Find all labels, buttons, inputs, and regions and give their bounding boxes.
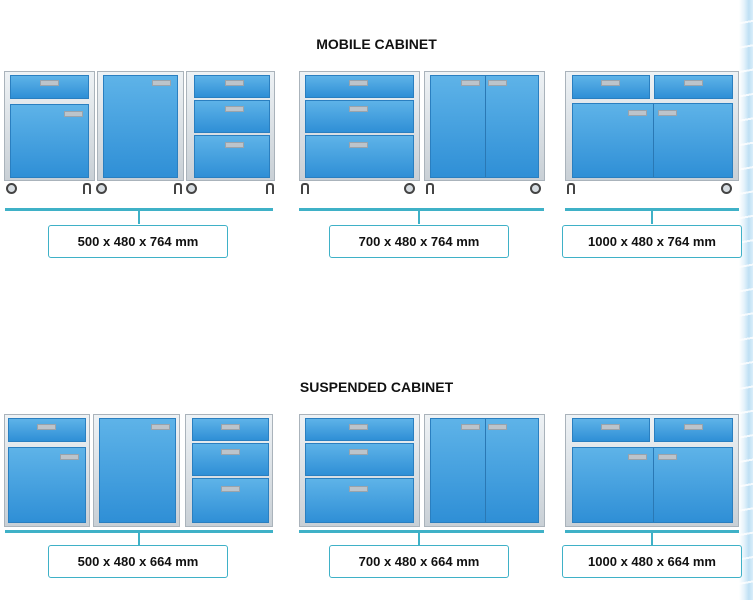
suspended-500-dimension: 500 x 480 x 664 mm xyxy=(48,545,228,578)
decorative-edge xyxy=(739,0,753,600)
mobile-500-dimension: 500 x 480 x 764 mm xyxy=(48,225,228,258)
suspended-700-dimension: 700 x 480 x 664 mm xyxy=(329,545,509,578)
suspended-cabinet-title: SUSPENDED CABINET xyxy=(299,379,454,395)
mobile-700-baseline xyxy=(299,208,544,211)
suspended-1000-stem xyxy=(651,532,653,546)
suspended-500-baseline xyxy=(5,530,273,533)
suspended-700-stem xyxy=(418,532,420,546)
mobile-1000-dimension: 1000 x 480 x 764 mm xyxy=(562,225,742,258)
mobile-1000-baseline xyxy=(565,208,739,211)
mobile-700-dimension: 700 x 480 x 764 mm xyxy=(329,225,509,258)
mobile-1000-stem xyxy=(651,210,653,224)
mobile-cabinet-title: MOBILE CABINET xyxy=(316,36,437,52)
suspended-700-baseline xyxy=(299,530,544,533)
suspended-1000-baseline xyxy=(565,530,739,533)
suspended-500-stem xyxy=(138,532,140,546)
mobile-700-stem xyxy=(418,210,420,224)
suspended-1000-dimension: 1000 x 480 x 664 mm xyxy=(562,545,742,578)
mobile-500-baseline xyxy=(5,208,273,211)
mobile-500-stem xyxy=(138,210,140,224)
